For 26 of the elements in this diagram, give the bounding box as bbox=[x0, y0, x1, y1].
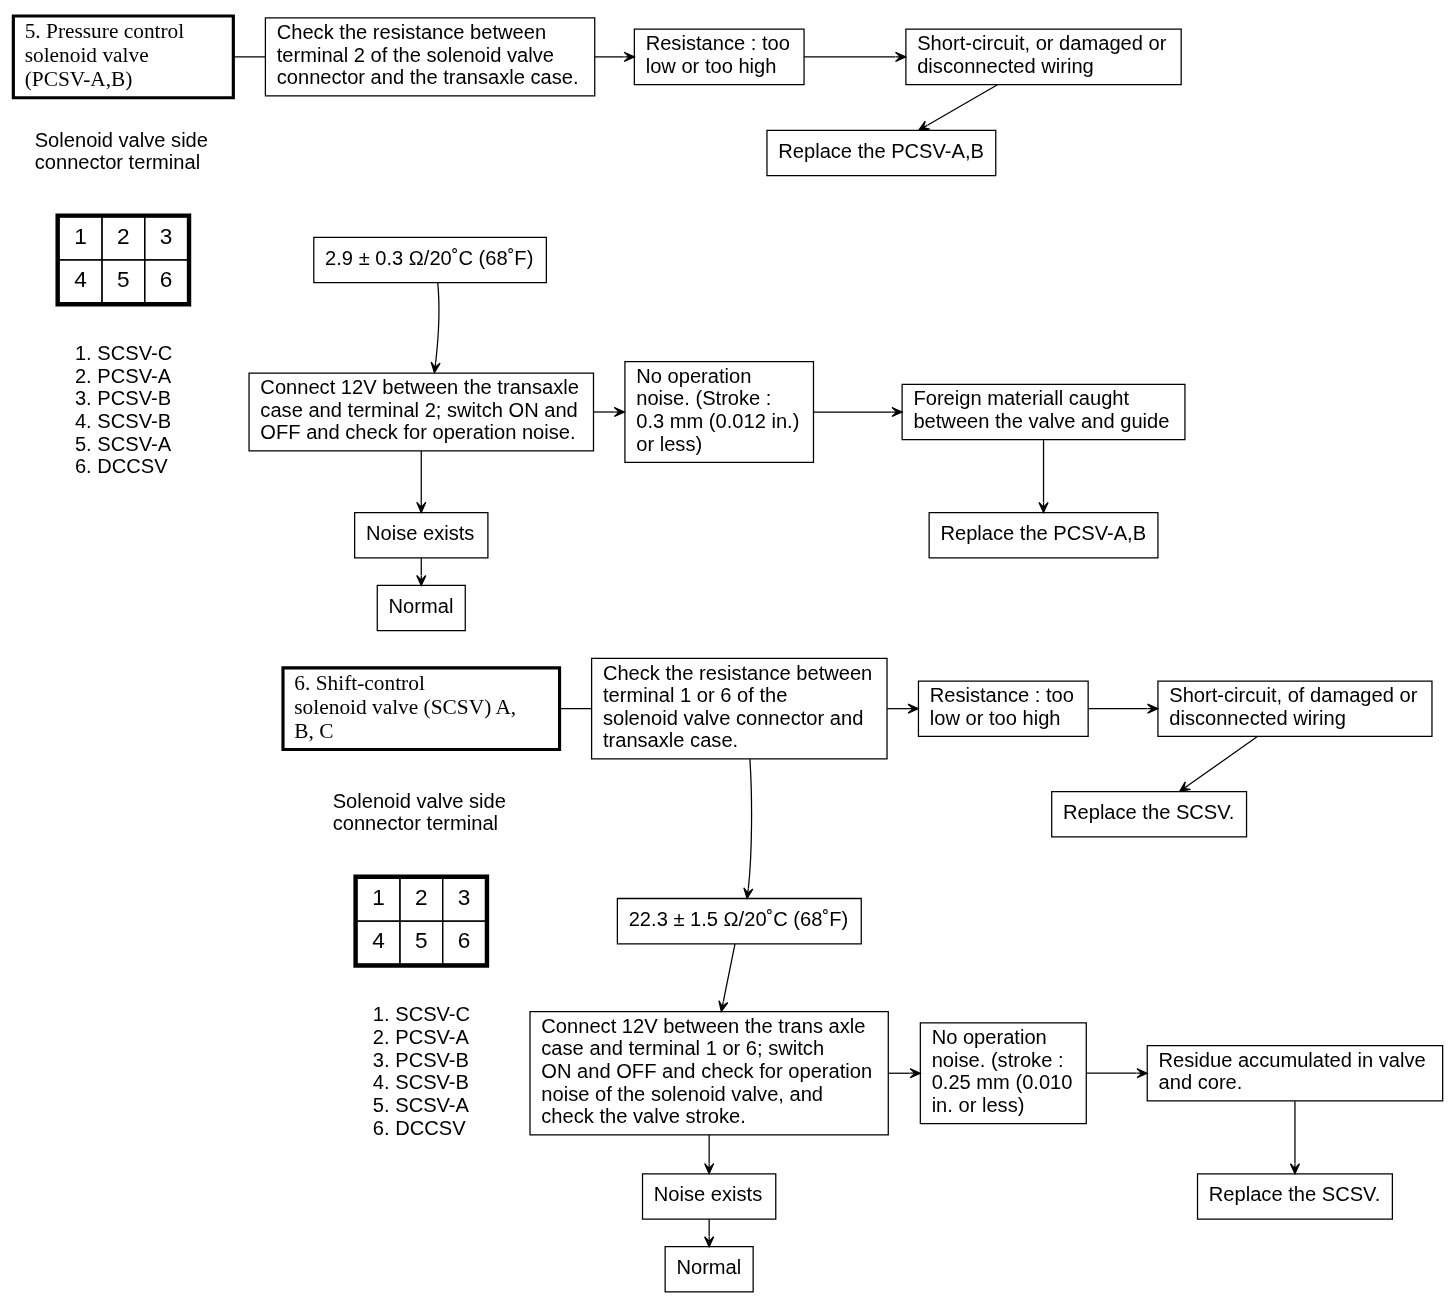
label: 3. PCSV-B bbox=[372, 1048, 469, 1071]
label: 6. DCCSV bbox=[74, 455, 168, 478]
label: 6 bbox=[159, 266, 173, 292]
label: 4 bbox=[372, 928, 385, 954]
label: 3 bbox=[457, 885, 471, 911]
label: 5. SCSV-A bbox=[372, 1093, 469, 1116]
label: 4. SCSV-B bbox=[74, 410, 172, 433]
label: 5 bbox=[117, 266, 130, 292]
label: 4. SCSV-B bbox=[372, 1071, 469, 1094]
label: 2. PCSV-A bbox=[74, 364, 172, 387]
label: 2. PCSV-A bbox=[372, 1026, 469, 1049]
label: 5. SCSV-A bbox=[74, 432, 172, 455]
label: 5 bbox=[414, 928, 428, 954]
label: Solenoid valve side connector terminal bbox=[332, 789, 506, 835]
label: 4 bbox=[74, 266, 87, 292]
label: 1 bbox=[372, 885, 385, 911]
label: 1 bbox=[74, 224, 87, 250]
label: 6. DCCSV bbox=[372, 1116, 466, 1139]
label: 1. SCSV-C bbox=[372, 1003, 471, 1026]
label: 3. PCSV-B bbox=[74, 387, 172, 410]
label: 2 bbox=[414, 885, 428, 911]
label: 1. SCSV-C bbox=[74, 342, 173, 365]
label: 6 bbox=[457, 928, 471, 954]
label: 2 bbox=[117, 224, 130, 250]
label: Solenoid valve side connector terminal bbox=[34, 128, 208, 174]
label: 3 bbox=[159, 224, 173, 250]
